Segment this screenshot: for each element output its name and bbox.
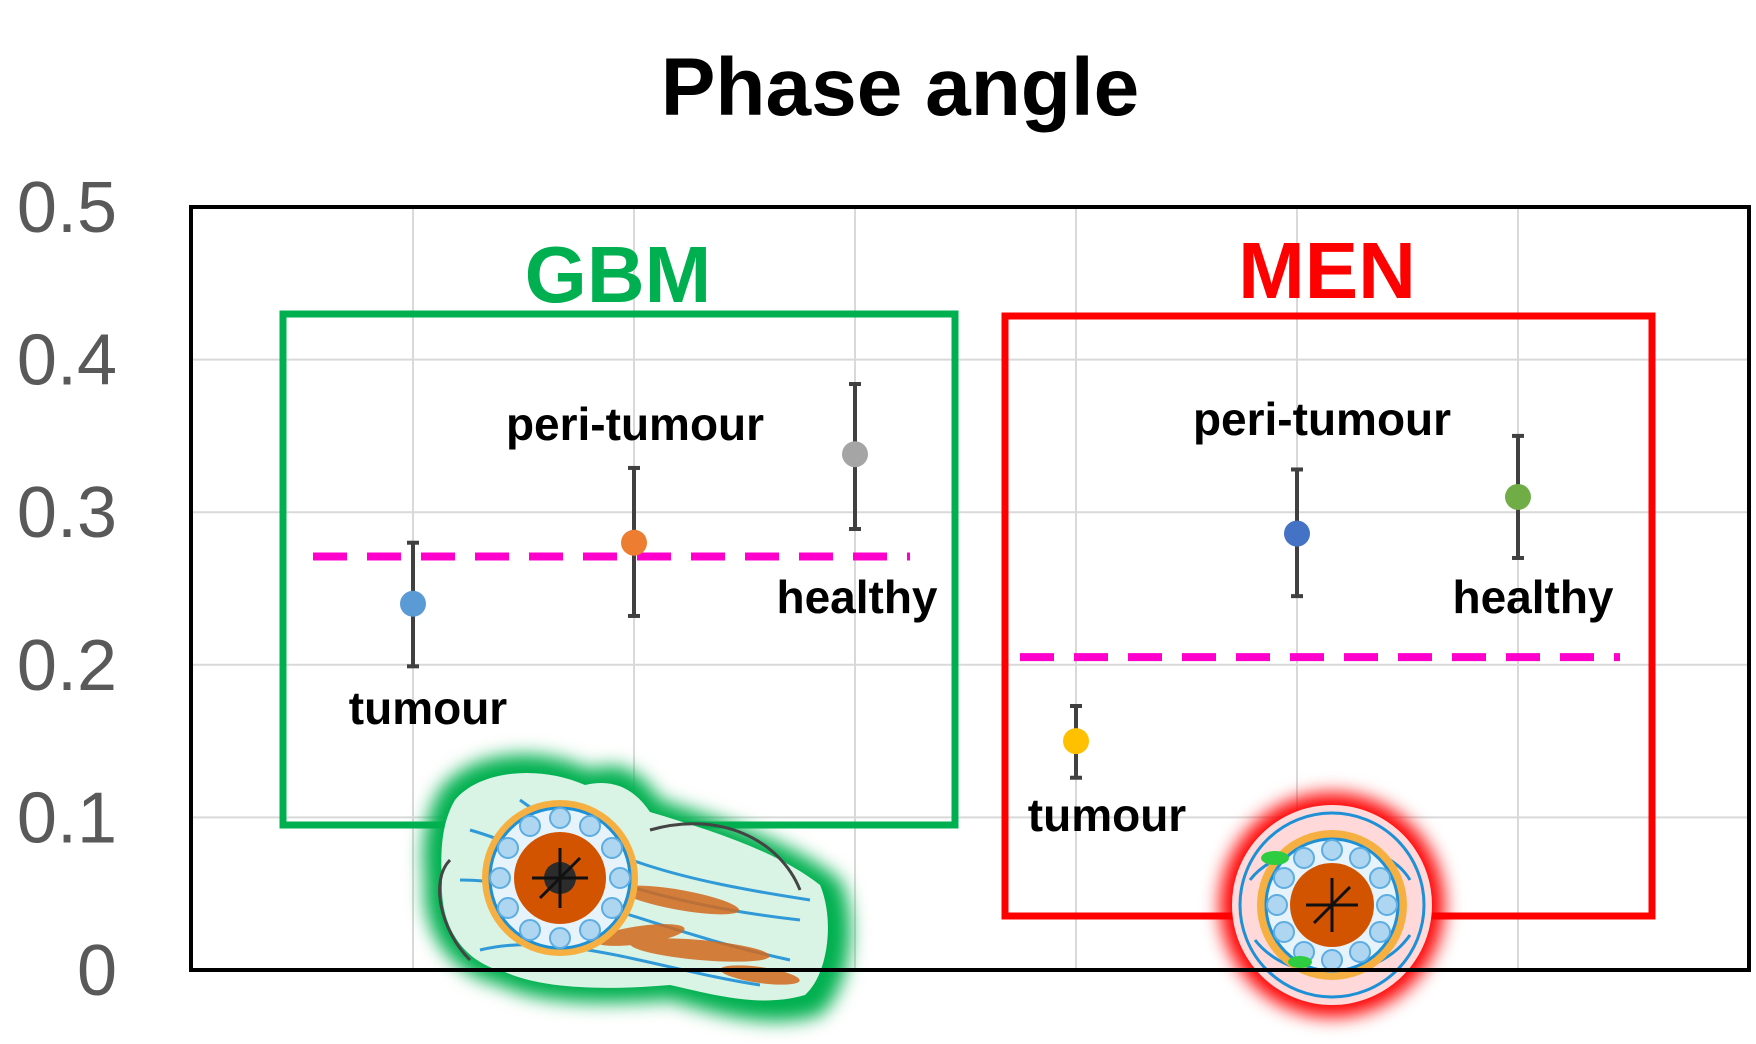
gbm-tumour-label: tumour [349, 682, 508, 734]
data-point [1505, 483, 1531, 510]
data-point [400, 590, 426, 617]
horizontal-gridlines [191, 358, 1749, 819]
y-tick-label: 0.3 [17, 473, 117, 553]
gbm-group-label: GBM [525, 230, 712, 319]
y-axis-tick-labels: 0 0.1 0.2 0.3 0.4 0.5 [17, 168, 117, 1011]
gbm-healthy-label: healthy [776, 571, 937, 623]
gbm-tumour-illustration [423, 754, 851, 1022]
men-peri-tumour-label: peri-tumour [1193, 393, 1451, 445]
data-point [621, 529, 647, 556]
y-tick-label: 0.2 [17, 626, 117, 706]
men-healthy-label: healthy [1452, 571, 1613, 623]
y-tick-label: 0.4 [17, 321, 117, 401]
data-marks [400, 382, 1531, 780]
plot-area-frame [189, 205, 1751, 972]
gbm-peri-tumour-label: peri-tumour [506, 398, 764, 450]
data-point [1284, 520, 1310, 547]
chart-title: Phase angle [661, 42, 1140, 133]
men-tumour-illustration [1220, 793, 1444, 1017]
y-tick-label: 0 [77, 931, 117, 1011]
y-tick-label: 0.1 [17, 778, 117, 858]
men-group-label: MEN [1238, 226, 1416, 315]
men-tumour-label: tumour [1028, 789, 1187, 841]
y-tick-label: 0.5 [17, 168, 117, 248]
data-point [1063, 728, 1089, 755]
data-point [842, 441, 868, 468]
